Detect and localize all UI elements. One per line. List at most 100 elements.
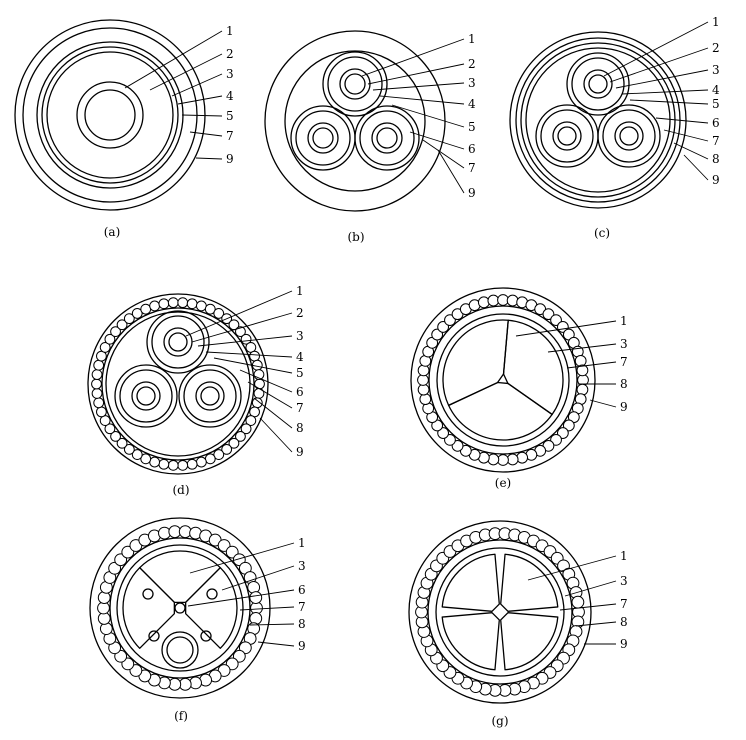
armour-wire — [487, 453, 500, 466]
armour-wire — [96, 406, 107, 418]
inner-lining — [435, 547, 565, 677]
core-layer-ring — [183, 369, 237, 423]
figure-caption: (b) — [347, 230, 364, 244]
core-layer-ring — [535, 104, 599, 168]
inner-lining — [116, 544, 244, 672]
leader-line — [527, 555, 617, 581]
core-layer-ring — [344, 73, 366, 95]
leader-line — [149, 53, 223, 91]
leader-line — [361, 38, 465, 77]
leader-line — [655, 117, 709, 124]
armour-wire — [221, 443, 233, 455]
armour-wire — [516, 451, 529, 464]
layer-ring — [41, 46, 179, 184]
layer-number-label: 4 — [296, 350, 304, 364]
layer-number-label: 5 — [712, 97, 720, 111]
leader-line — [515, 320, 617, 337]
armour-wire — [110, 430, 121, 442]
leader-line — [615, 69, 709, 89]
layer-number-label: 2 — [226, 47, 234, 61]
leader-line — [422, 139, 465, 169]
armour-wire — [235, 430, 246, 442]
leader-line — [575, 621, 617, 627]
armour-wire — [195, 300, 207, 312]
core — [114, 364, 178, 428]
layer-number-label: 3 — [712, 63, 720, 77]
layer-ring — [84, 89, 136, 141]
figure-caption: (a) — [104, 225, 121, 239]
armour-wire — [110, 326, 121, 338]
core-layer-ring — [295, 110, 351, 166]
core-layer-ring — [557, 126, 577, 146]
armour-wire — [240, 423, 252, 435]
outer-sheath — [87, 293, 269, 475]
sector-conductor — [500, 612, 559, 671]
armour-wire — [167, 297, 179, 309]
armour-wire — [149, 456, 161, 468]
sector-conductor — [441, 612, 500, 671]
leader-line — [559, 603, 617, 611]
core-layer-ring — [614, 121, 644, 151]
layer-number-label: 4 — [712, 83, 720, 97]
layer-number-label: 3 — [298, 559, 306, 573]
figure-caption: (e) — [495, 476, 511, 490]
leader-line — [187, 589, 295, 607]
armour-wire — [186, 298, 198, 310]
core — [290, 105, 356, 171]
leader-line — [609, 47, 709, 83]
layer-number-label: 7 — [226, 129, 234, 143]
layer-number-label: 8 — [296, 421, 304, 435]
armour-wire — [195, 456, 207, 468]
leader-line — [181, 114, 223, 117]
leader-line — [205, 351, 293, 358]
armour-wire — [116, 319, 128, 331]
layer-number-label: 7 — [620, 355, 628, 369]
armour-wire — [574, 354, 587, 367]
layer-number-label: 3 — [620, 574, 628, 588]
sector-conductor — [447, 381, 553, 441]
core-layer-ring — [359, 110, 415, 166]
core-layer-ring — [588, 74, 608, 94]
figure-caption: (d) — [172, 483, 189, 497]
filler — [142, 588, 154, 600]
figure-caption: (g) — [491, 714, 508, 728]
inner-sheath — [428, 305, 578, 455]
armour-wire — [167, 459, 179, 471]
leader-line — [239, 606, 295, 611]
layer-number-label: 6 — [468, 142, 476, 156]
armour-wire-ring — [415, 527, 585, 697]
armour-wire — [93, 359, 105, 371]
layer-ring — [36, 41, 184, 189]
layer-number-label: 9 — [468, 186, 476, 200]
core-layer-ring — [151, 315, 205, 369]
layer-number-label: 6 — [712, 116, 720, 130]
armour-wire — [158, 298, 170, 310]
leader-line — [409, 131, 465, 150]
leader-line — [247, 381, 293, 409]
sector-conductor — [502, 319, 564, 416]
armour-wire — [245, 415, 257, 426]
leader-line — [367, 63, 465, 85]
leader-line — [547, 343, 617, 353]
inner-lining — [105, 311, 251, 457]
inner-sheath — [284, 50, 426, 192]
core-layer-ring — [371, 122, 403, 154]
armour-wire — [506, 294, 519, 307]
layer-number-label: 9 — [712, 173, 720, 187]
armour-wire — [140, 453, 152, 465]
core-layer-ring — [583, 69, 613, 99]
layer-number-label: 8 — [712, 152, 720, 166]
armour-wire — [149, 300, 161, 312]
leader-line — [124, 30, 223, 89]
leader-line — [566, 361, 617, 369]
leader-line — [603, 21, 709, 77]
armour-wire — [91, 369, 103, 380]
core-layer-ring — [602, 109, 656, 163]
outer-sheath — [408, 520, 592, 704]
layer-number-label: 1 — [620, 314, 628, 328]
layer-number-label: 1 — [468, 32, 476, 46]
